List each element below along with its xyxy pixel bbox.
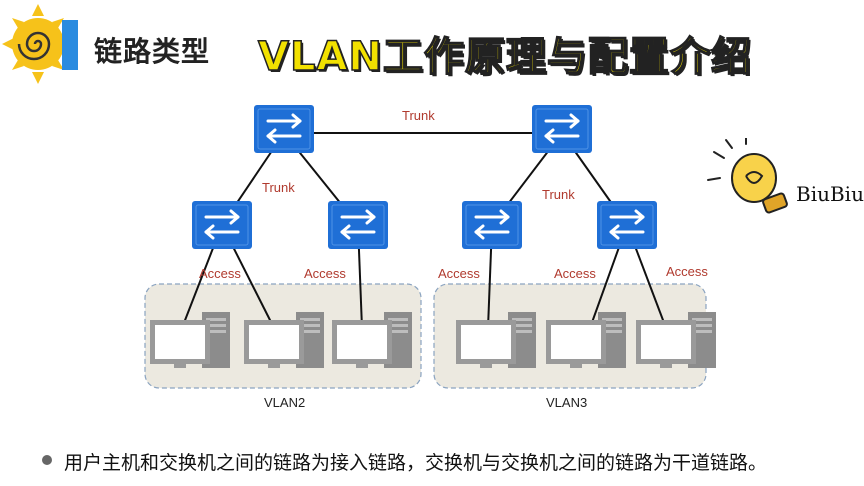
host-pc-4 — [456, 312, 536, 368]
access-label-1: Access — [199, 266, 241, 281]
core-switch-right — [530, 103, 594, 155]
sun-logo-icon — [0, 0, 80, 90]
access-switch-2 — [326, 199, 390, 251]
access-label-4: Access — [554, 266, 596, 281]
section-title: 链路类型 — [94, 35, 211, 68]
caption-text: 用户主机和交换机之间的链路为接入链路，交换机与交换机之间的链路为干道链路。 — [64, 452, 768, 474]
access-label-2: Access — [304, 266, 346, 281]
core-switch-left — [252, 103, 316, 155]
lightbulb-mascot-icon — [707, 138, 788, 214]
host-pc-1 — [150, 312, 230, 368]
host-pc-3 — [332, 312, 412, 368]
bullet-dot — [42, 455, 52, 465]
host-pc-6 — [636, 312, 716, 368]
vlan-network-diagram: Trunk Trunk Trunk Access Access Access A… — [144, 103, 716, 410]
mascot-label: BiuBiu — [796, 182, 864, 206]
header: 链路类型 VLAN工作原理与配置介绍 — [0, 0, 864, 96]
page-title: VLAN工作原理与配置介绍 — [257, 33, 752, 81]
host-pc-5 — [546, 312, 626, 368]
access-switch-3 — [460, 199, 524, 251]
access-label-3: Access — [438, 266, 480, 281]
vlan2-label: VLAN2 — [264, 395, 305, 410]
host-pc-2 — [244, 312, 324, 368]
trunk-label-top: Trunk — [402, 108, 435, 123]
access-switch-1 — [190, 199, 254, 251]
vlan3-label: VLAN3 — [546, 395, 587, 410]
access-switch-4 — [595, 199, 659, 251]
trunk-label-left: Trunk — [262, 180, 295, 195]
access-label-5: Access — [666, 264, 708, 279]
trunk-label-right: Trunk — [542, 187, 575, 202]
